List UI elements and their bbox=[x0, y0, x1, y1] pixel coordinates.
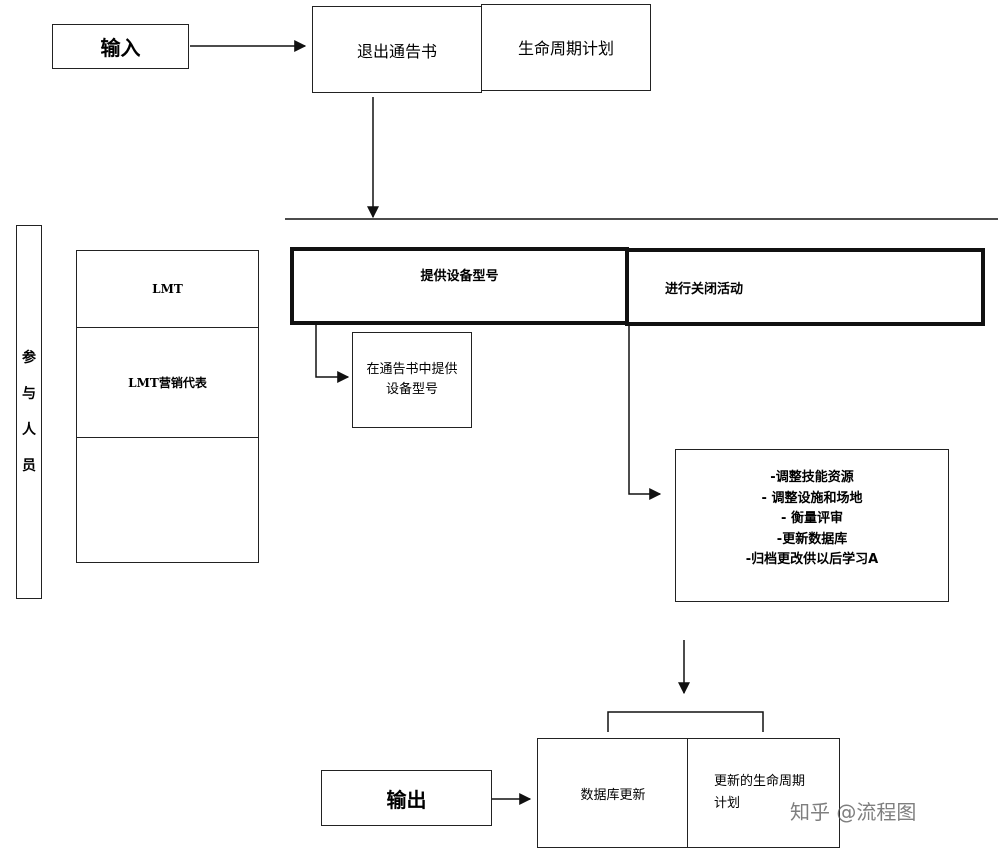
updated-lifecycle-line2: 计划 bbox=[714, 796, 741, 811]
model-in-notice-line1: 在通告书中提供 bbox=[366, 362, 458, 377]
participants-char-1: 参 bbox=[22, 350, 36, 366]
watermark: 知乎 @流程图 bbox=[790, 790, 990, 830]
lifecycle-plan-label: 生命周期计划 bbox=[517, 39, 614, 58]
role-row-lmt: LMT bbox=[77, 251, 258, 328]
activity-adjust-skills: -调整技能资源 bbox=[770, 470, 854, 485]
output-bracket bbox=[607, 711, 764, 732]
participants-char-3: 人 bbox=[22, 422, 36, 438]
updated-lifecycle-box: 更新的生命周期 计划 bbox=[687, 738, 840, 848]
participants-char-2: 与 bbox=[22, 386, 36, 402]
exit-notice-label: 退出通告书 bbox=[356, 41, 437, 61]
model-in-notice-line2: 设备型号 bbox=[385, 382, 438, 397]
role-lmt-label: LMT bbox=[152, 282, 183, 296]
input-label: 输入 bbox=[100, 36, 141, 60]
watermark-text: 知乎 @流程图 bbox=[790, 799, 917, 824]
activities-box: -调整技能资源 - 调整设施和场地 - 衡量评审 -更新数据库 -归档更改供以后… bbox=[675, 449, 949, 602]
input-box: 输入 bbox=[52, 24, 189, 69]
database-update-label: 数据库更新 bbox=[580, 787, 646, 803]
output-box: 输出 bbox=[321, 770, 492, 826]
activity-adjust-facilities: - 调整设施和场地 bbox=[761, 490, 863, 506]
activity-update-database: -更新数据库 bbox=[776, 531, 848, 547]
model-in-notice-box: 在通告书中提供 设备型号 bbox=[352, 332, 472, 428]
output-label: 输出 bbox=[386, 787, 427, 812]
role-row-empty bbox=[77, 438, 258, 562]
participants-label: 参 与 人 员 bbox=[16, 225, 42, 599]
updated-lifecycle-line1: 更新的生命周期 bbox=[714, 774, 806, 789]
closing-activities-connector bbox=[628, 325, 662, 500]
lifecycle-plan-box: 生命周期计划 bbox=[481, 4, 651, 91]
provide-model-label: 提供设备型号 bbox=[420, 269, 499, 284]
exit-notice-box: 退出通告书 bbox=[312, 6, 482, 93]
activity-measure-review: - 衡量评审 bbox=[781, 511, 843, 526]
database-update-box: 数据库更新 bbox=[537, 738, 689, 848]
role-marketing-label: LMT营销代表 bbox=[128, 376, 207, 390]
participants-char-4: 员 bbox=[22, 458, 36, 474]
closing-activities-label: 进行关闭活动 bbox=[665, 281, 744, 297]
activity-archive-changes: -归档更改供以后学习A bbox=[745, 552, 879, 567]
roles-table: LMT LMT营销代表 bbox=[76, 250, 259, 563]
provide-model-connector bbox=[315, 325, 350, 383]
provide-model-box: 提供设备型号 bbox=[290, 247, 629, 325]
closing-activities-box: 进行关闭活动 bbox=[625, 248, 985, 326]
role-row-marketing: LMT营销代表 bbox=[77, 328, 258, 438]
